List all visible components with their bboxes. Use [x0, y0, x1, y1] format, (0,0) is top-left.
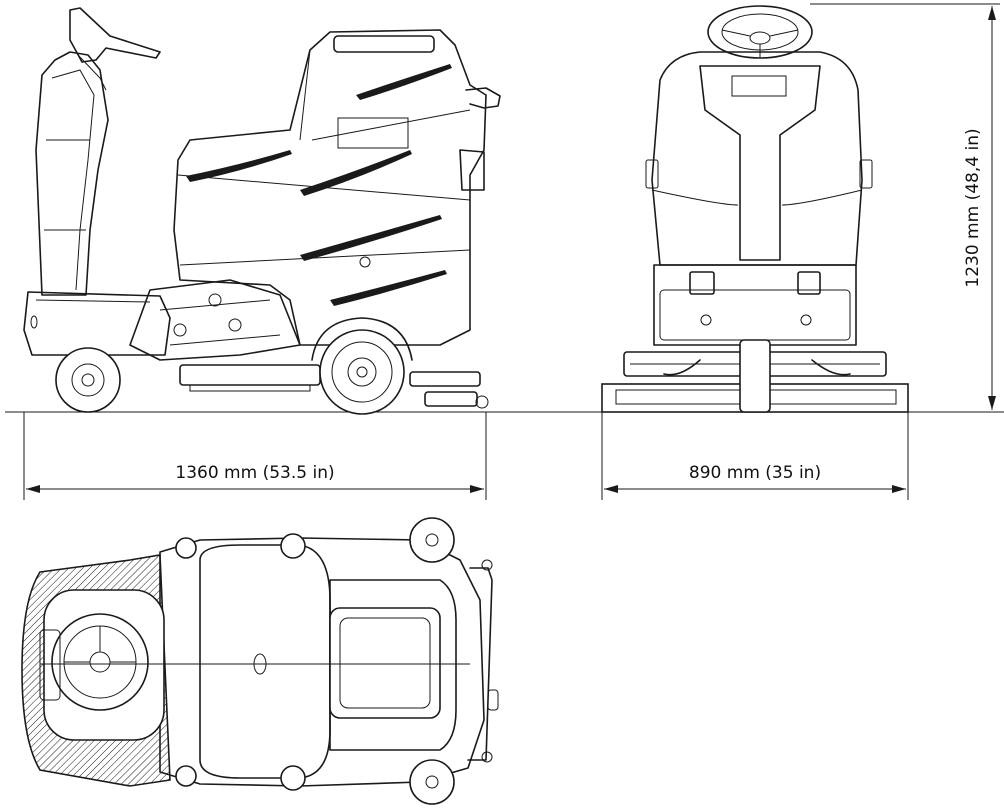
width-dimension [601, 412, 909, 500]
top-view [21, 517, 499, 805]
front-view [601, 5, 909, 413]
length-dimension [23, 412, 487, 500]
width-label: 890 mm (35 in) [689, 463, 821, 483]
height-label: 1230 mm (48,4 in) [963, 128, 983, 287]
height-dimension [810, 3, 1000, 410]
length-label: 1360 mm (53.5 in) [175, 463, 334, 483]
side-view [23, 7, 501, 415]
